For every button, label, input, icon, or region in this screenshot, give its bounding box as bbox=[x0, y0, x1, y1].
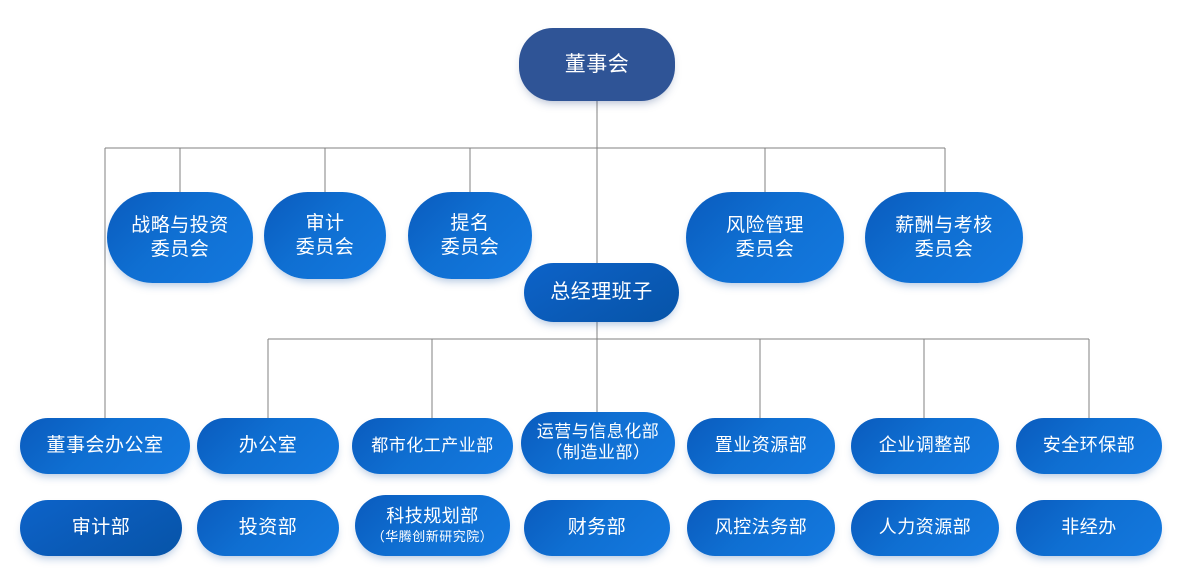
node-label-line1: 董事会办公室 bbox=[46, 435, 164, 457]
node-label-line1: 提名 bbox=[450, 213, 490, 235]
node-enterprise-restructuring-department[interactable]: 企业调整部 bbox=[851, 418, 999, 474]
node-non-operating-office[interactable]: 非经办 bbox=[1016, 500, 1162, 556]
node-label-line2: 委员会 bbox=[914, 238, 974, 260]
node-label-line2: （制造业部） bbox=[545, 443, 651, 462]
node-nomination-committee[interactable]: 提名 委员会 bbox=[408, 192, 532, 279]
node-label: 总经理班子 bbox=[550, 281, 653, 304]
node-label-line2: 委员会 bbox=[295, 236, 355, 258]
node-investment-department[interactable]: 投资部 bbox=[197, 500, 339, 556]
node-label-line1: 战略与投资 bbox=[131, 215, 229, 237]
node-label-line1: 人力资源部 bbox=[878, 517, 972, 538]
node-operations-informatization-department[interactable]: 运营与信息化部 （制造业部） bbox=[521, 412, 675, 474]
node-label-line2: 委员会 bbox=[440, 236, 500, 258]
node-finance-department[interactable]: 财务部 bbox=[524, 500, 670, 556]
node-label-line1: 风险管理 bbox=[725, 215, 804, 237]
node-label-line2: 委员会 bbox=[735, 238, 795, 260]
node-label-line1: 薪酬与考核 bbox=[895, 215, 993, 237]
node-label-line1: 投资部 bbox=[238, 517, 298, 539]
node-label-line1: 企业调整部 bbox=[878, 435, 972, 456]
node-label-line1: 办公室 bbox=[238, 435, 298, 457]
node-label-line1: 都市化工产业部 bbox=[371, 435, 494, 455]
node-label-line1: 风控法务部 bbox=[714, 517, 808, 538]
node-safety-environmental-protection-department[interactable]: 安全环保部 bbox=[1016, 418, 1162, 474]
node-label-line2: 委员会 bbox=[150, 238, 210, 260]
node-label-line1: 运营与信息化部 bbox=[536, 422, 660, 442]
node-audit-committee[interactable]: 审计 委员会 bbox=[264, 192, 386, 279]
node-property-resources-department[interactable]: 置业资源部 bbox=[687, 418, 835, 474]
node-risk-management-committee[interactable]: 风险管理 委员会 bbox=[686, 192, 844, 283]
node-urban-chemical-industry-department[interactable]: 都市化工产业部 bbox=[352, 418, 513, 474]
node-label-line1: 审计 bbox=[305, 213, 345, 235]
node-board-of-directors[interactable]: 董事会 bbox=[519, 28, 675, 101]
node-office[interactable]: 办公室 bbox=[197, 418, 339, 474]
node-label-subtitle: （华腾创新研究院） bbox=[371, 529, 494, 545]
node-label: 董事会 bbox=[564, 51, 630, 76]
node-label-line1: 科技规划部 bbox=[386, 506, 479, 527]
node-label-line1: 安全环保部 bbox=[1042, 435, 1136, 456]
node-general-manager-team[interactable]: 总经理班子 bbox=[524, 263, 679, 322]
node-compensation-appraisal-committee[interactable]: 薪酬与考核 委员会 bbox=[865, 192, 1023, 283]
node-label-line1: 审计部 bbox=[71, 517, 131, 539]
node-label-line1: 非经办 bbox=[1061, 517, 1117, 538]
node-risk-control-legal-department[interactable]: 风控法务部 bbox=[687, 500, 835, 556]
node-label-line1: 置业资源部 bbox=[714, 435, 808, 456]
node-label-line1: 财务部 bbox=[567, 517, 627, 539]
node-audit-department[interactable]: 审计部 bbox=[20, 500, 182, 556]
node-strategy-investment-committee[interactable]: 战略与投资 委员会 bbox=[107, 192, 253, 283]
node-board-office[interactable]: 董事会办公室 bbox=[20, 418, 190, 474]
node-technology-planning-department[interactable]: 科技规划部 （华腾创新研究院） bbox=[355, 495, 510, 556]
node-human-resources-department[interactable]: 人力资源部 bbox=[851, 500, 999, 556]
